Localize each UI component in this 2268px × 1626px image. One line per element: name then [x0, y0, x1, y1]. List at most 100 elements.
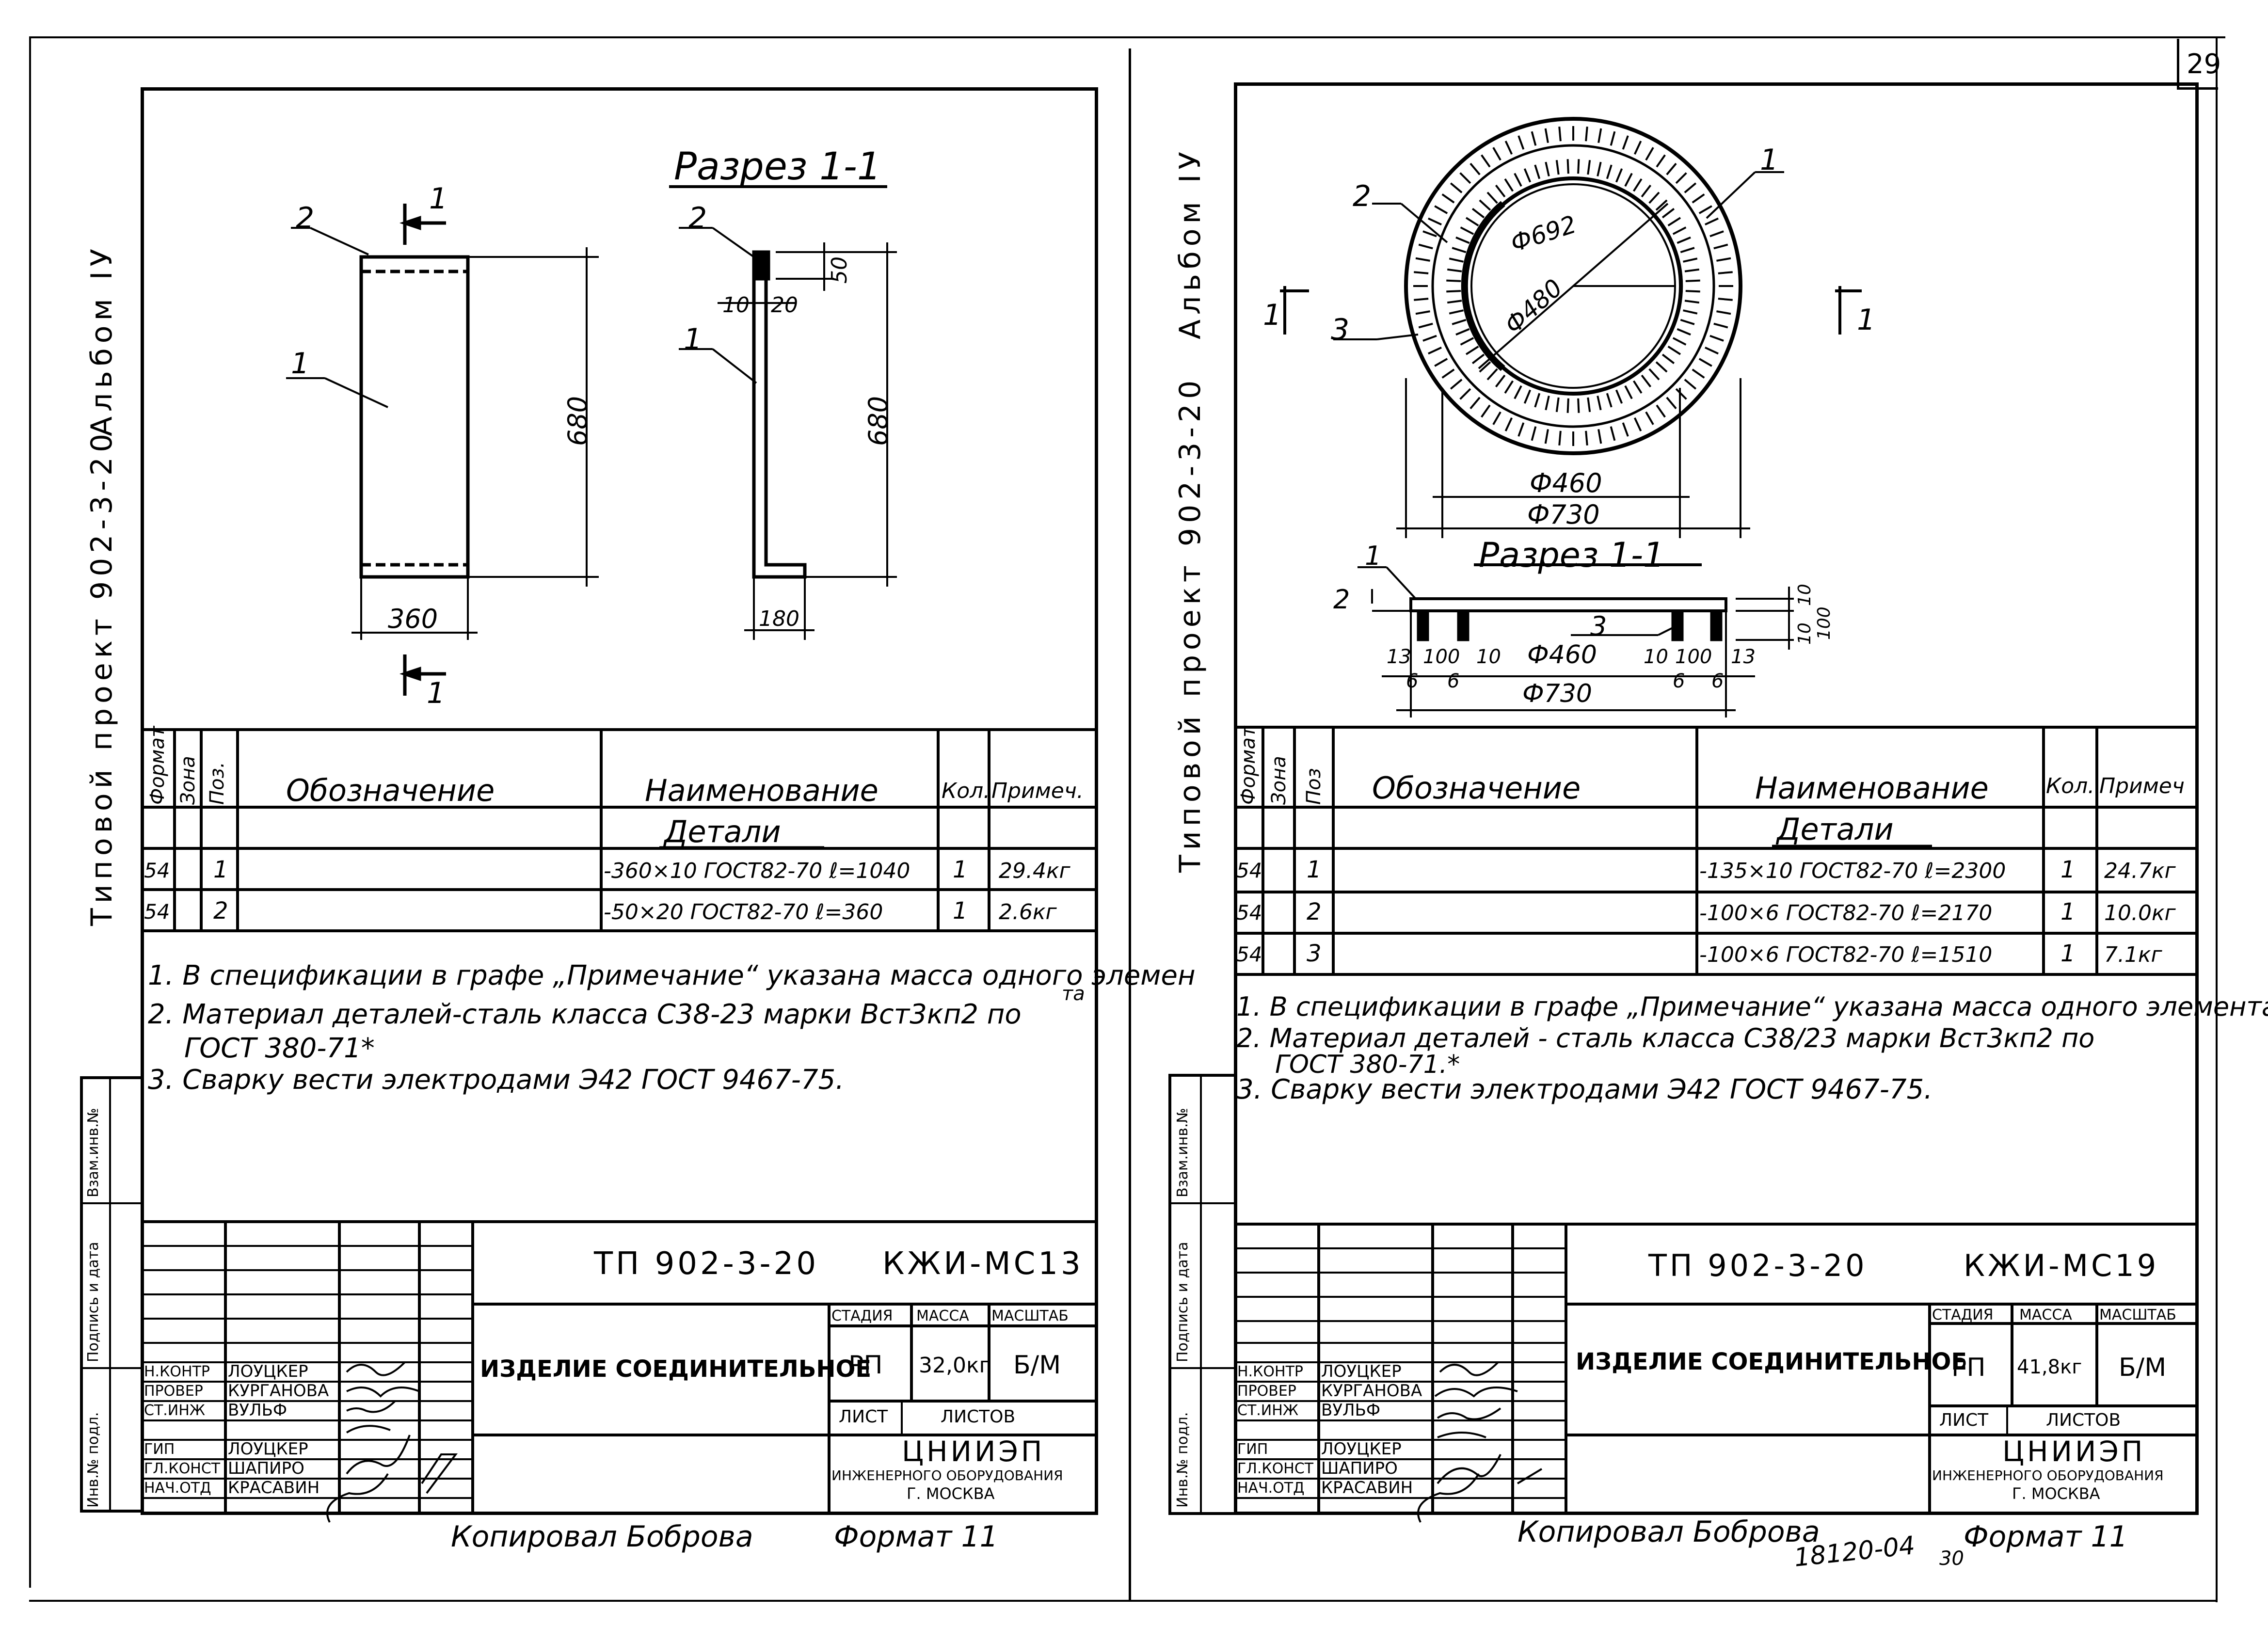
- left-row-note: 29.4кг: [999, 859, 1070, 883]
- page-top-line: [29, 36, 2225, 38]
- right-sdim-h1: 10: [1795, 584, 1815, 606]
- right-person-name: ЛОУЦКЕР: [1321, 1362, 1402, 1381]
- left-org-2: ИНЖЕНЕРНОГО ОБОРУДОВАНИЯ: [831, 1467, 1063, 1483]
- right-stamp-inv: Инв.№ подл.: [1174, 1412, 1191, 1508]
- right-sdim-h: 6: [1406, 670, 1419, 692]
- left-row-qty: 1: [953, 856, 968, 883]
- right-spec-header-note: Примеч: [2099, 774, 2185, 798]
- right-sheets-label: ЛИСТОВ: [2046, 1410, 2121, 1430]
- left-row-pos: 1: [213, 856, 228, 883]
- left-note-2-cont: ГОСТ 380-71*: [184, 1033, 375, 1064]
- right-row-pos: 3: [1307, 940, 1322, 967]
- right-org-2: ИНЖЕНЕРНОГО ОБОРУДОВАНИЯ: [1932, 1467, 2164, 1483]
- left-stage: РП: [848, 1351, 883, 1380]
- right-sheet-frame: [1234, 82, 2199, 1515]
- left-person-role: ГИП: [144, 1441, 175, 1458]
- left-side-label-project: Типовой проект 902-3-20: [85, 429, 119, 926]
- left-person-name: ЛОУЦКЕР: [228, 1362, 308, 1381]
- right-note-3: 3. Сварку вести электродами Э42 ГОСТ 946…: [1236, 1074, 1933, 1105]
- left-section-mark-top: 1: [429, 182, 448, 216]
- right-scale: Б/М: [2119, 1353, 2167, 1382]
- left-sheets-label: ЛИСТОВ: [941, 1407, 1016, 1427]
- left-note-1: 1. В спецификации в графе „Примечание“ у…: [148, 960, 1196, 991]
- right-person-role: СТ.ИНЖ: [1237, 1402, 1299, 1419]
- right-pos-2-plan: 2: [1353, 179, 1372, 213]
- left-sheet-code: КЖИ-МС13: [882, 1246, 1084, 1282]
- left-pos-2-plan: 2: [296, 201, 315, 235]
- right-spec-header-format: Формат: [1237, 726, 1260, 805]
- right-doc-code: ТП 902-3-20: [1648, 1248, 1868, 1283]
- left-org-3: Г. МОСКВА: [907, 1484, 995, 1503]
- left-pos-1-plan: 1: [291, 347, 310, 381]
- right-sheet-label: ЛИСТ: [1939, 1410, 1989, 1430]
- left-stamp-sign: Подпись и дата: [85, 1242, 102, 1363]
- left-note-3: 3. Сварку вести электродами Э42 ГОСТ 946…: [148, 1064, 845, 1096]
- left-pos-1-section: 1: [684, 322, 703, 356]
- left-footer-format: Формат 11: [834, 1520, 998, 1554]
- right-row-pos: 2: [1307, 898, 1322, 925]
- left-dim-section-t1: 10: [722, 293, 750, 318]
- right-footer-copy: Копировал Боброва: [1517, 1515, 1820, 1549]
- right-footer-sheet: 30: [1939, 1547, 1964, 1570]
- left-dim-section-top: 50: [827, 256, 852, 284]
- right-stamp-sign: Подпись и дата: [1174, 1242, 1191, 1363]
- right-row-format: 54: [1236, 942, 1262, 966]
- left-spec-header-name: Наименование: [645, 773, 878, 808]
- page-bottom-line: [29, 1600, 2216, 1602]
- left-dim-section-width: 180: [759, 606, 799, 631]
- right-stage: РП: [1951, 1353, 1986, 1382]
- right-mass: 41,8кг: [2017, 1356, 2082, 1378]
- right-stamp-hline1: [1168, 1202, 1234, 1204]
- right-pos-1-plan: 1: [1760, 143, 1779, 177]
- left-sheet-frame: [141, 87, 1098, 1515]
- left-item-name: ИЗДЕЛИЕ СОЕДИНИТЕЛЬНОЕ: [480, 1355, 872, 1383]
- right-scale-label: МАСШТАБ: [2099, 1307, 2176, 1323]
- left-row-name: -360×10 ГОСТ82-70 ℓ=1040: [604, 859, 910, 883]
- right-pos-3-section: 3: [1590, 611, 1607, 641]
- left-spec-header-note: Примеч.: [991, 779, 1084, 803]
- right-stamp-hline2: [1168, 1367, 1234, 1369]
- right-section-mark-left: 1: [1263, 298, 1282, 332]
- page-divider: [1129, 48, 1131, 1600]
- left-person-role: НАЧ.ОТД: [144, 1480, 211, 1497]
- right-row-qty: 1: [2060, 940, 2076, 967]
- right-person-role: ГИП: [1237, 1441, 1268, 1458]
- left-org-1: ЦНИИЭП: [902, 1435, 1045, 1468]
- left-spec-header-qty: Кол.: [942, 779, 990, 803]
- right-org-1: ЦНИИЭП: [2002, 1435, 2146, 1468]
- right-spec-section: Детали: [1777, 812, 1894, 847]
- right-sdim-j: 6: [1673, 670, 1685, 692]
- right-person-name: КРАСАВИН: [1321, 1478, 1413, 1498]
- right-person-name: КУРГАНОВА: [1321, 1381, 1422, 1401]
- right-footer-format: Формат 11: [1964, 1520, 2128, 1554]
- left-doc-code: ТП 902-3-20: [594, 1246, 819, 1282]
- right-sdim-c: 10: [1476, 646, 1501, 668]
- right-pos-2-section: 2: [1333, 584, 1350, 615]
- left-section-mark-bottom: 1: [427, 676, 446, 710]
- right-spec-header-qty: Кол.: [2046, 774, 2095, 798]
- left-stage-label: СТАДИЯ: [831, 1307, 893, 1324]
- left-spec-header-designation: Обозначение: [286, 773, 495, 808]
- right-row-qty: 1: [2060, 898, 2076, 925]
- right-row-note: 10.0кг: [2104, 901, 2176, 925]
- right-sdim-h3: 10: [1795, 622, 1815, 645]
- right-person-name: ШАПИРО: [1321, 1459, 1398, 1478]
- left-person-role: ПРОВЕР: [144, 1383, 203, 1400]
- right-sdim-h2: 100: [1814, 606, 1834, 640]
- right-stamp-divider: [1200, 1074, 1202, 1515]
- right-sdim-e: 10: [1644, 646, 1668, 668]
- right-note-2-cont: ГОСТ 380-71.*: [1275, 1050, 1460, 1079]
- right-sdim-d: Ф460: [1527, 640, 1597, 670]
- right-dim-460: Ф460: [1530, 468, 1602, 498]
- right-person-role: НАЧ.ОТД: [1237, 1480, 1305, 1497]
- right-dim-730: Ф730: [1527, 499, 1600, 530]
- right-spec-header-name: Наименование: [1755, 770, 1989, 806]
- left-dim-section-height: 680: [863, 396, 894, 446]
- right-org-3: Г. МОСКВА: [2012, 1484, 2100, 1503]
- left-note-2: 2. Материал деталей-сталь класса С38-23 …: [148, 999, 1022, 1030]
- right-sdim-total: Ф730: [1522, 679, 1593, 708]
- right-spec-header-zone: Зона: [1268, 756, 1290, 805]
- left-row-pos: 2: [213, 897, 228, 925]
- right-row-format: 54: [1236, 901, 1262, 925]
- right-row-note: 7.1кг: [2104, 942, 2162, 967]
